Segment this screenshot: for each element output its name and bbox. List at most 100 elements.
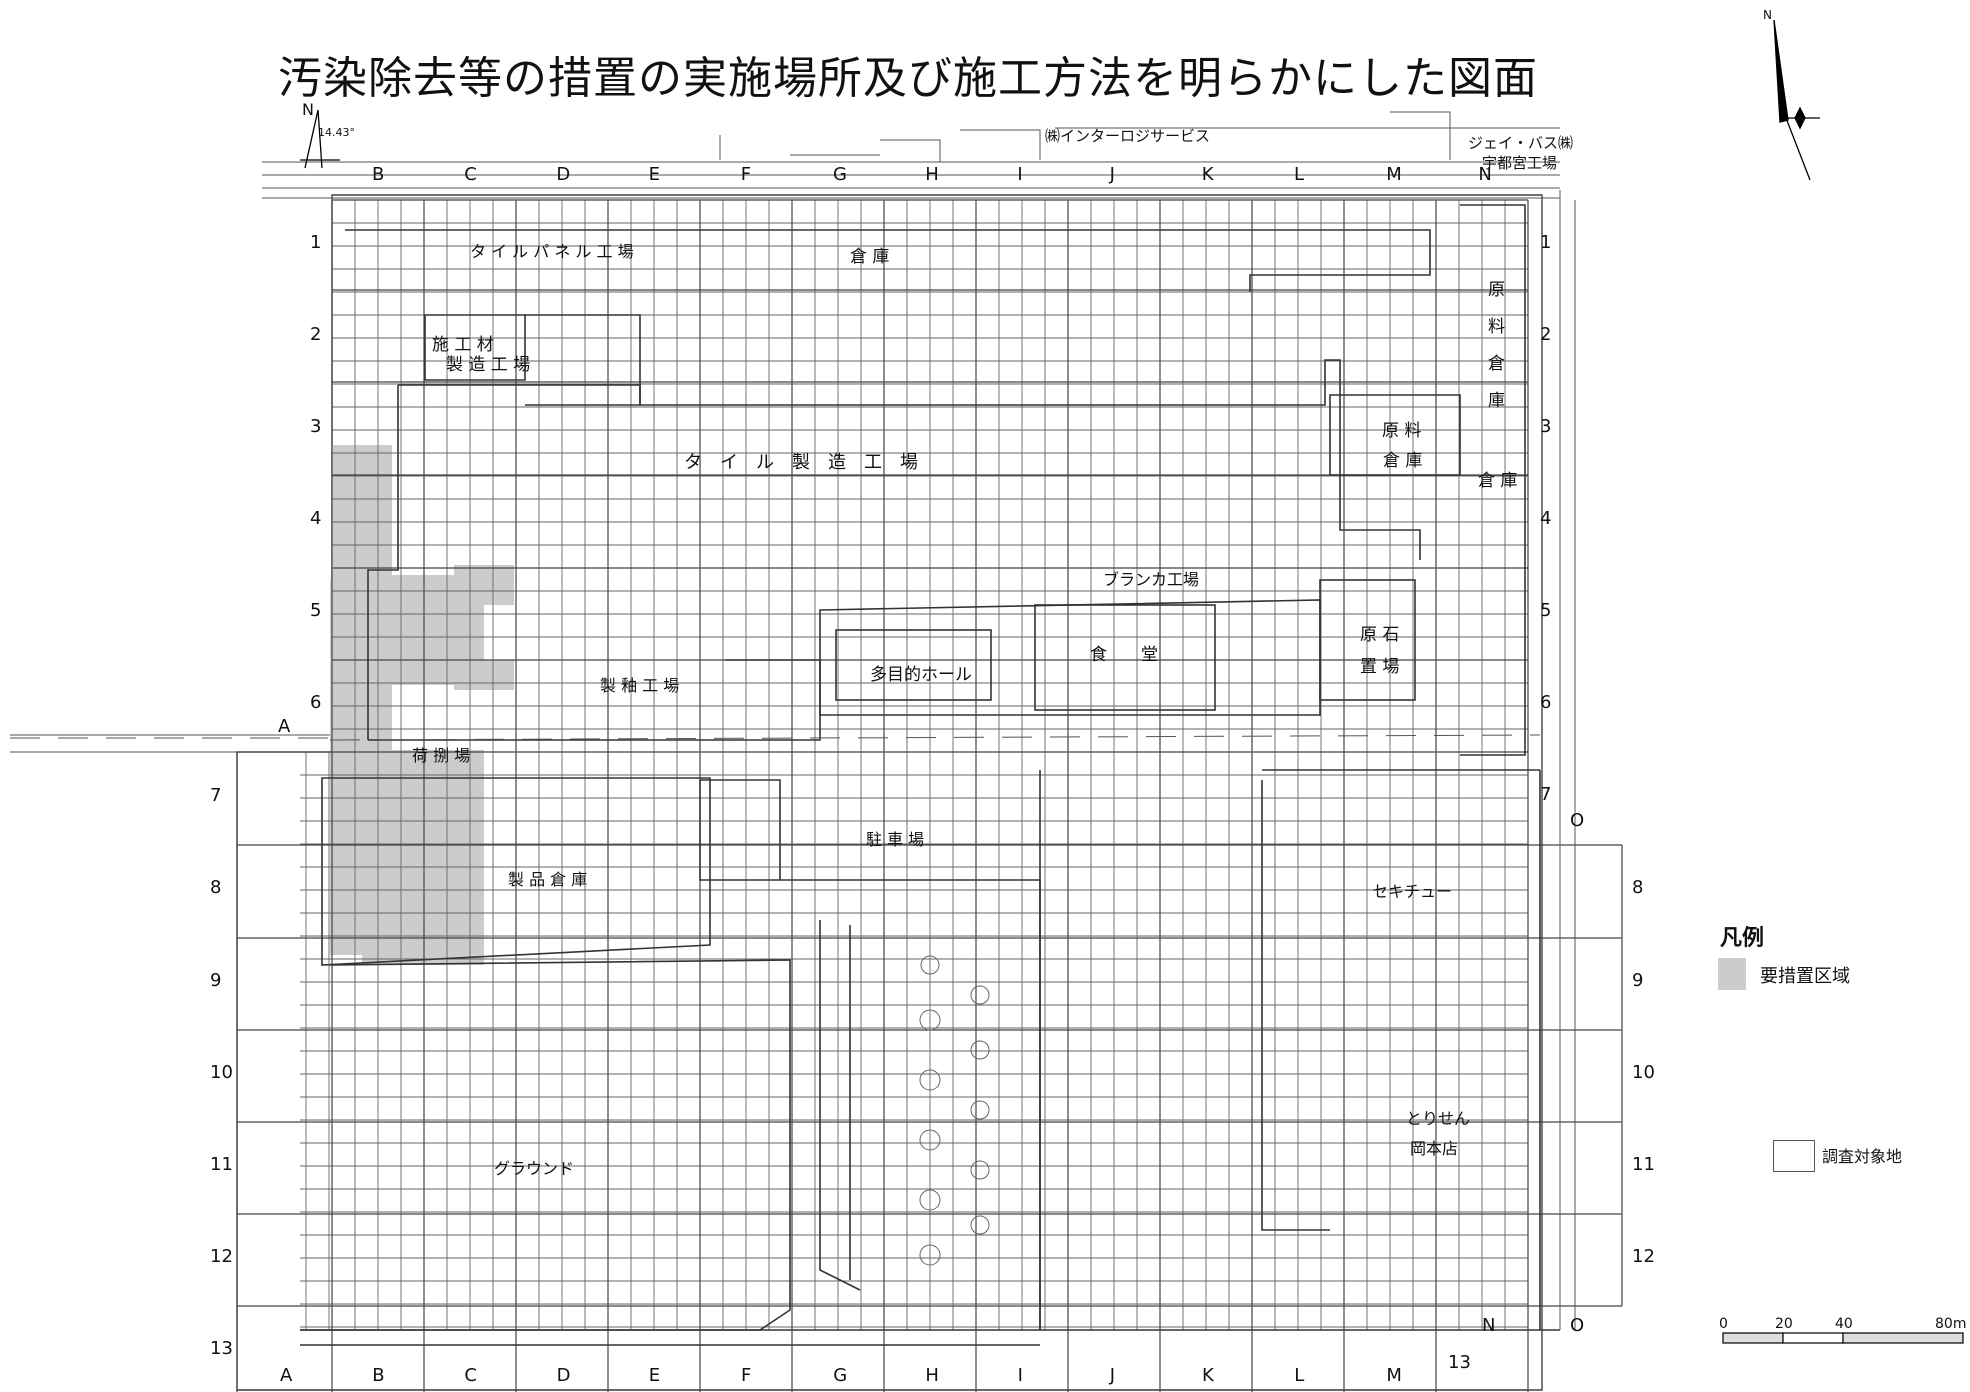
label-raw-material-1: 原 料 (1382, 421, 1422, 441)
top-col-label-L: L (1294, 164, 1305, 185)
left-row-label-9: 9 (210, 970, 222, 991)
top-col-label-D: D (556, 164, 571, 185)
bottom-col-label-I: I (1017, 1365, 1023, 1386)
right-row-marker-O: O (1570, 810, 1585, 831)
scale-0: 0 (1719, 1316, 1728, 1332)
bottom-col-label-M: M (1386, 1365, 1402, 1386)
label-cafeteria: 食 堂 (1090, 645, 1158, 665)
top-col-label-H: H (925, 164, 939, 185)
label-tile-panel: タ イ ル パ ネ ル 工 場 (470, 242, 634, 261)
label-torisen-2: 岡本店 (1410, 1139, 1459, 1158)
label-glaze: 製 釉 工 場 (600, 676, 680, 695)
label-warehouse-top: 倉 庫 (850, 247, 890, 267)
bottom-col-label-N: N (1482, 1315, 1496, 1336)
bottom-col-label-F: F (741, 1365, 752, 1386)
label-ground: グラウンド (494, 1159, 575, 1178)
legend-required-swatch (1718, 958, 1746, 990)
label-inter-logi: ㈱インターロジサービス (1045, 127, 1211, 145)
label-blanca: ブランカ工場 (1103, 570, 1200, 589)
left-row-label-12: 12 (210, 1246, 233, 1267)
label-construction-1: 施 工 材 (432, 335, 494, 355)
label-raw-stone-1: 原 石 (1360, 625, 1400, 645)
top-col-label-N: N (1478, 164, 1492, 185)
required-measure-area (330, 445, 514, 965)
top-col-label-K: K (1201, 164, 1214, 185)
legend-title: 凡例 (1720, 926, 1765, 951)
label-jbus-2: 宇都宮工場 (1482, 154, 1558, 172)
major-grid-lines (236, 199, 1623, 1392)
scale-80m: 80m (1935, 1316, 1967, 1332)
legend-required-text: 要措置区域 (1760, 966, 1850, 987)
right-row-label-3: 3 (1540, 416, 1552, 437)
legend-survey-text: 調査対象地 (1822, 1147, 1903, 1166)
compass-angle: 14.43° (318, 126, 355, 139)
bottom-col-label-13: 13 (1448, 1352, 1471, 1373)
right-row-label-11: 11 (1632, 1154, 1655, 1175)
label-raw-stone-2: 置 場 (1360, 657, 1400, 677)
scale-20: 20 (1775, 1316, 1793, 1332)
top-col-label-F: F (740, 164, 752, 185)
top-col-label-E: E (648, 164, 660, 185)
right-row-label-1: 1 (1540, 232, 1552, 253)
scale-bar (1722, 1332, 1964, 1344)
bottom-col-label-A: A (280, 1365, 293, 1386)
right-row-label-8: 8 (1632, 877, 1644, 898)
bottom-col-label-D: D (556, 1365, 571, 1386)
left-row-label-7: 7 (210, 785, 222, 806)
label-raw-material-vertical: 原料倉庫 (1484, 280, 1504, 428)
left-row-label-1: 1 (310, 232, 322, 253)
right-row-label-5: 5 (1540, 600, 1552, 621)
bottom-col-label-E: E (648, 1365, 661, 1386)
left-row-label-5: 5 (310, 600, 322, 621)
label-sekichu: セキチュー (1372, 882, 1453, 901)
right-row-label-2: 2 (1540, 324, 1552, 345)
top-col-label-B: B (372, 164, 385, 185)
label-construction-2: 製 造 工 場 (446, 355, 531, 375)
top-col-label-M: M (1386, 164, 1402, 185)
left-row-label-3: 3 (310, 416, 322, 437)
page-title: 汚染除去等の措置の実施場所及び施工方法を明らかにした図面 (278, 53, 1538, 104)
bottom-col-label-J: J (1109, 1365, 1116, 1386)
bottom-col-label-B: B (372, 1365, 385, 1386)
left-row-label-2: 2 (310, 324, 322, 345)
label-torisen-1: とりせん (1406, 1109, 1471, 1128)
bottom-col-label-O: O (1570, 1315, 1585, 1336)
legend-survey-swatch (1773, 1140, 1815, 1172)
label-parking: 駐 車 場 (866, 830, 925, 849)
left-row-label-8: 8 (210, 877, 222, 898)
left-row-label-11: 11 (210, 1154, 233, 1175)
label-product-warehouse: 製 品 倉 庫 (508, 870, 588, 889)
left-row-label-4: 4 (310, 508, 322, 529)
label-raw-material-2: 倉 庫 (1383, 451, 1423, 471)
right-row-label-7: 7 (1540, 784, 1552, 805)
bottom-col-label-H: H (925, 1365, 939, 1386)
left-row-label-13: 13 (210, 1338, 233, 1359)
surrounding-buildings (10, 111, 1576, 1330)
scale-40: 40 (1835, 1316, 1853, 1332)
label-jbus-1: ジェイ・バス㈱ (1468, 134, 1574, 152)
compass-large-icon (1773, 19, 1820, 181)
bottom-col-label-C: C (464, 1365, 477, 1386)
compass-small-icon (300, 109, 340, 169)
left-row-marker-A: A (278, 716, 291, 737)
top-col-label-G: G (833, 164, 847, 185)
right-row-label-6: 6 (1540, 692, 1552, 713)
left-row-label-6: 6 (310, 692, 322, 713)
right-row-label-4: 4 (1540, 508, 1552, 529)
right-row-label-12: 12 (1632, 1246, 1655, 1267)
label-warehouse-right: 倉 庫 (1478, 471, 1518, 491)
right-row-label-9: 9 (1632, 970, 1644, 991)
compass-north-small: N (302, 100, 314, 119)
label-tile-factory: タ イ ル 製 造 工 場 (684, 452, 918, 473)
label-shipping: 荷 捌 場 (412, 746, 471, 765)
bottom-col-label-G: G (833, 1365, 848, 1386)
top-col-label-C: C (464, 164, 477, 185)
bottom-col-label-K: K (1202, 1365, 1214, 1386)
parking-trees (919, 955, 990, 1266)
bottom-col-label-L: L (1294, 1365, 1305, 1386)
right-row-label-10: 10 (1632, 1062, 1655, 1083)
label-multipurpose-hall: 多目的ホール (870, 665, 972, 685)
building-outlines (300, 204, 1560, 1346)
top-col-label-I: I (1017, 164, 1023, 185)
